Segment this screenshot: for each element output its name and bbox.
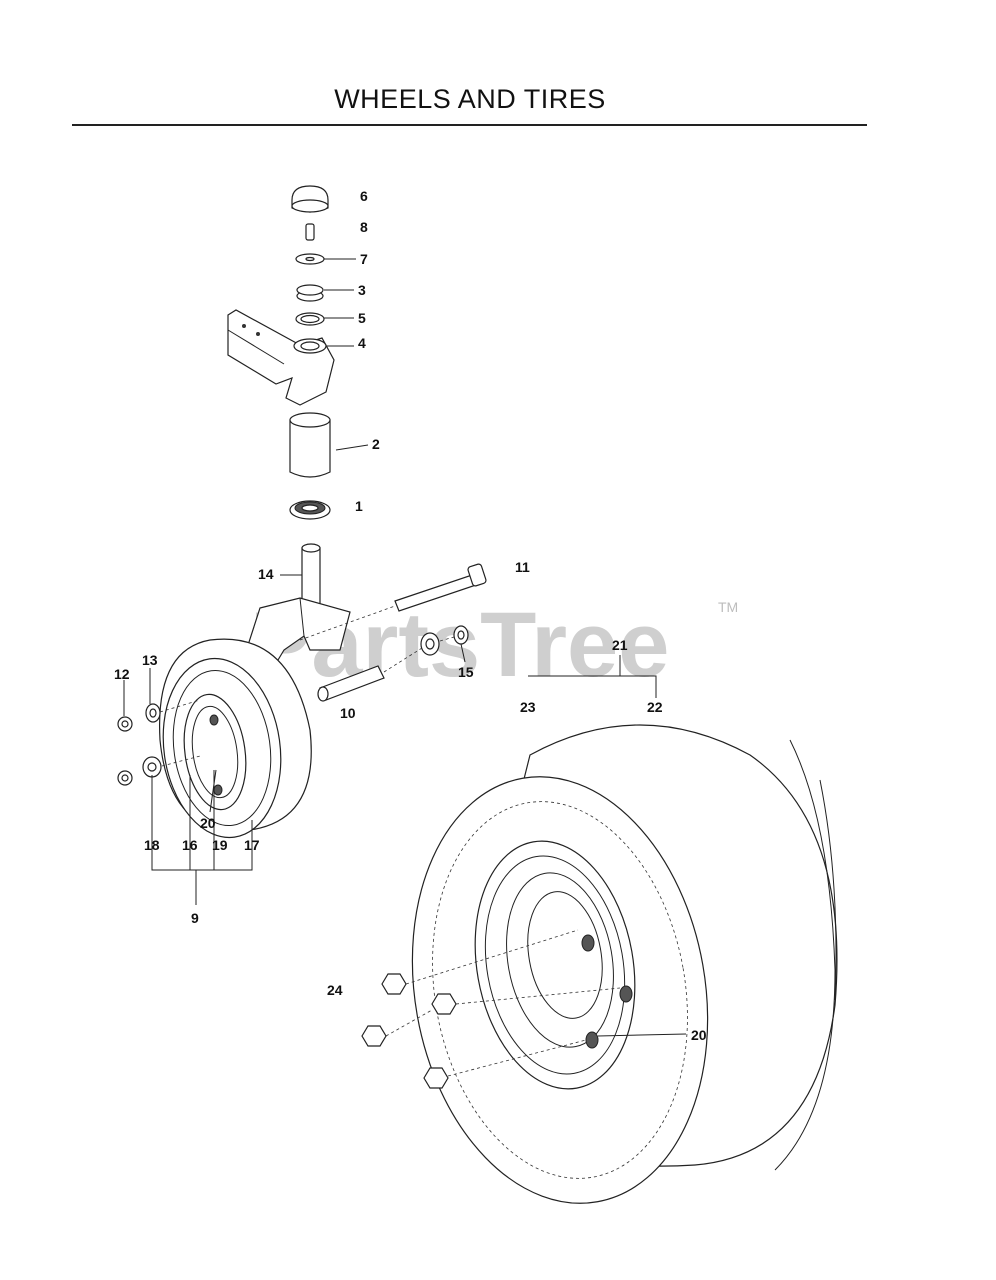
callout-24: 24	[327, 982, 343, 998]
wheel-spacer-part	[317, 647, 423, 702]
axle-bolt-part	[299, 563, 487, 641]
dust-cap-part	[291, 185, 329, 213]
hub-nut-lower-part	[117, 770, 133, 786]
lug-nut-2-part	[431, 987, 621, 1015]
grease-fitting-part	[305, 223, 315, 241]
callout-5: 5	[358, 310, 366, 326]
axle-nut-part	[420, 632, 440, 656]
callout-13: 13	[142, 652, 158, 668]
lug-nut-1-part	[381, 929, 579, 995]
seal-ring-part	[295, 312, 325, 326]
axle-washer-part	[439, 625, 469, 645]
callout-9: 9	[191, 910, 199, 926]
hub-nut-upper-part	[117, 716, 133, 732]
callout-14: 14	[258, 566, 274, 582]
hub-washer-upper-part	[145, 699, 201, 723]
callout-20-caster: 20	[200, 815, 216, 831]
page-title: WHEELS AND TIRES	[334, 84, 606, 114]
bearing-cup-part	[293, 338, 327, 354]
bearing-part	[289, 500, 331, 520]
callout-18: 18	[144, 837, 160, 853]
caster-spindle-part	[301, 543, 321, 609]
callout-17: 17	[244, 837, 260, 853]
frame-arm	[227, 309, 335, 406]
watermark-trademark: TM	[718, 599, 738, 615]
callout-11: 11	[515, 559, 530, 575]
callout-15: 15	[458, 664, 474, 680]
washer-part	[295, 253, 325, 265]
callout-20-drive: 20	[691, 1027, 707, 1043]
jam-nut-part	[296, 284, 324, 302]
callout-2: 2	[372, 436, 380, 452]
group-21-bracket	[528, 675, 657, 698]
callout-6: 6	[360, 188, 368, 204]
callout-19: 19	[212, 837, 228, 853]
drive-wheel-part	[411, 724, 838, 1204]
hub-washer-lower-part	[142, 755, 201, 778]
callout-22: 22	[647, 699, 663, 715]
lug-nut-3-part	[361, 1009, 433, 1047]
callout-3: 3	[358, 282, 366, 298]
group-9-bracket	[151, 775, 253, 871]
callout-1: 1	[355, 498, 363, 514]
title-divider	[72, 124, 867, 126]
callout-4: 4	[358, 335, 366, 351]
callout-8: 8	[360, 219, 368, 235]
lug-nut-4-part	[423, 1039, 587, 1089]
callout-23: 23	[520, 699, 536, 715]
callout-12: 12	[114, 666, 130, 682]
callout-7: 7	[360, 251, 368, 267]
callout-21: 21	[612, 637, 628, 653]
caster-wheel-part	[158, 638, 312, 839]
spindle-tube-part	[289, 412, 331, 478]
callout-16: 16	[182, 837, 198, 853]
callout-10: 10	[340, 705, 356, 721]
